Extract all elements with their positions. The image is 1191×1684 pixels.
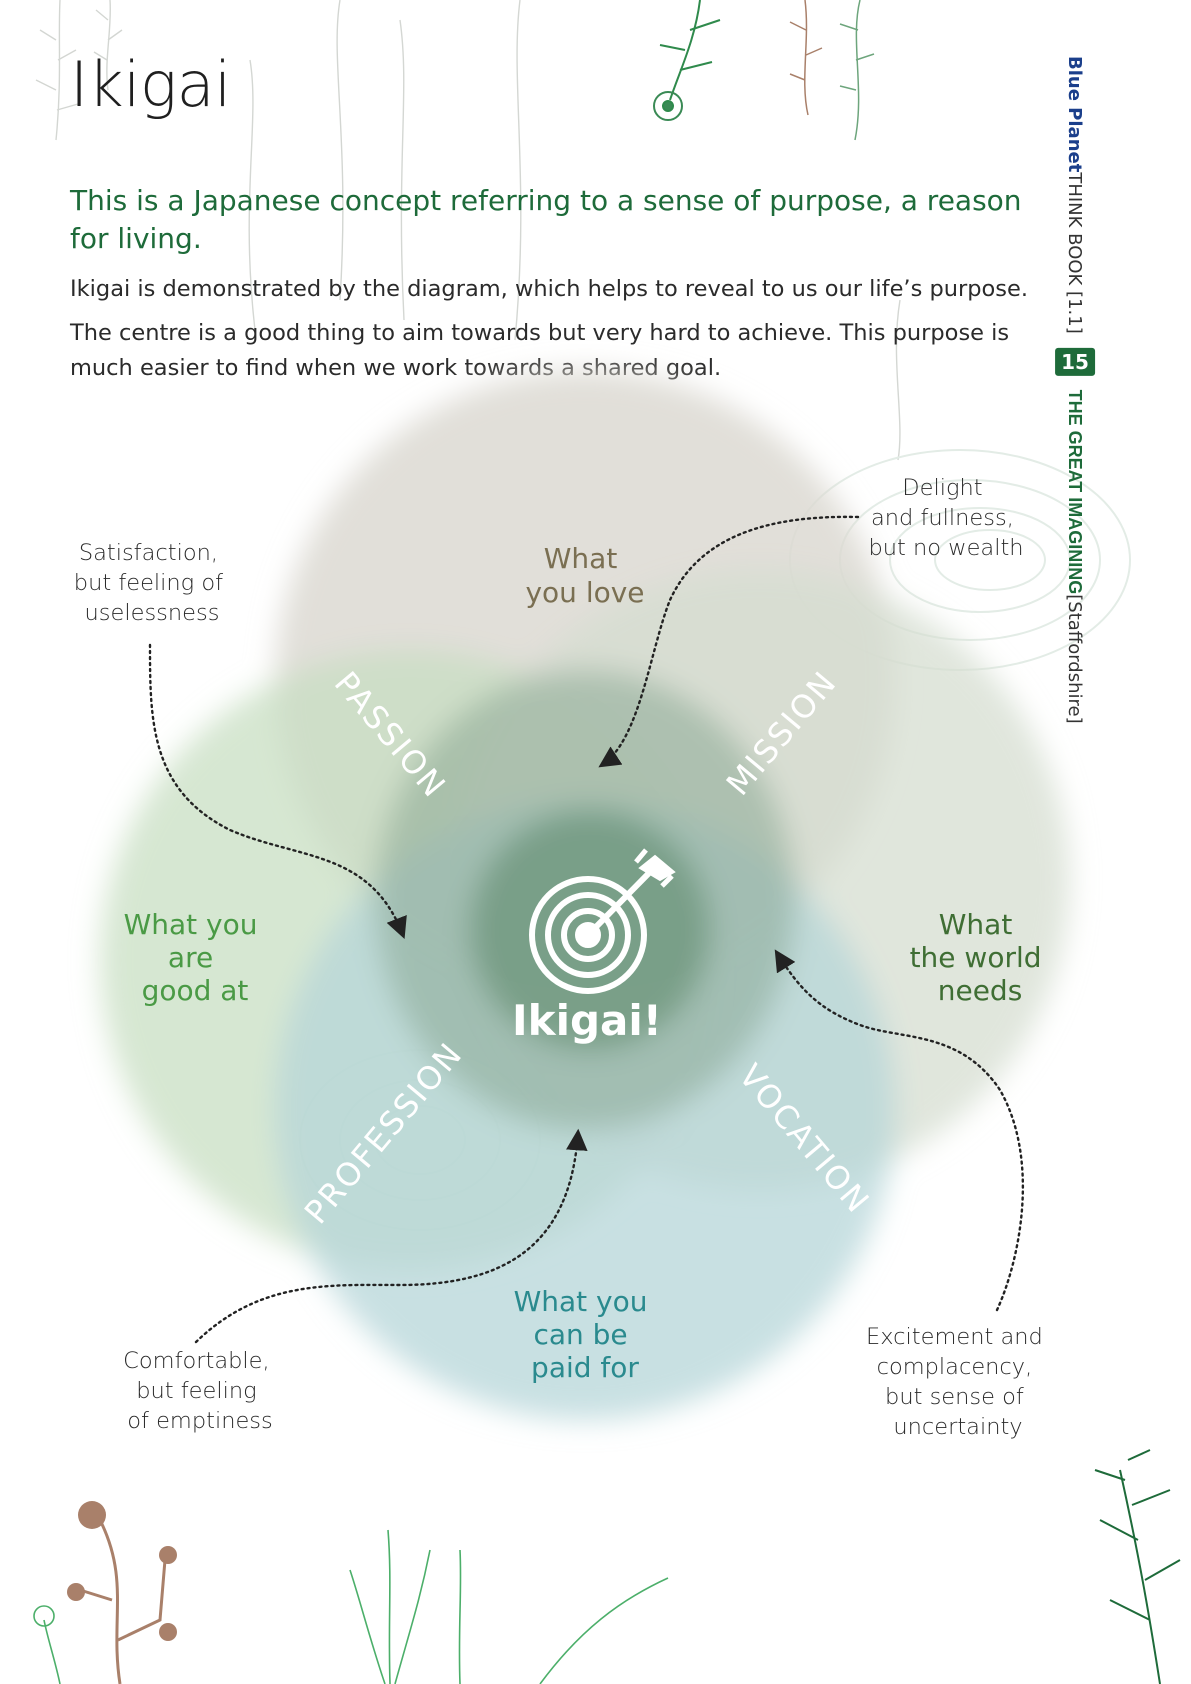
arrow-profession xyxy=(194,1128,588,1344)
label-what-you-love: What you love xyxy=(525,542,644,609)
arrow-passion xyxy=(148,643,407,940)
arrow-mission xyxy=(598,515,860,768)
intro-text: This is a Japanese concept referring to … xyxy=(70,184,1022,255)
label-what-the-world-needs: What the world needs xyxy=(910,908,1051,1007)
note-excitement: Excitement and complacency, but sense of… xyxy=(866,1324,1050,1440)
paragraph-2: The centre is a good thing to aim toward… xyxy=(70,320,1010,381)
label-what-you-can-be-paid-for: What you can be paid for xyxy=(514,1285,657,1384)
label-what-you-are-good-at: What you are good at xyxy=(124,908,267,1007)
note-delight: Delight and fullness, but no wealth xyxy=(868,475,1023,561)
ikigai-center-label: Ikigai! xyxy=(512,996,662,1045)
target-arrow-icon xyxy=(529,848,676,994)
page-title: Ikigai xyxy=(70,48,231,121)
paragraph-1: Ikigai is demonstrated by the diagram, w… xyxy=(70,276,1029,302)
note-comfortable: Comfortable, but feeling of emptiness xyxy=(123,1348,277,1434)
note-satisfaction: Satisfaction, but feeling of uselessness xyxy=(74,540,230,626)
